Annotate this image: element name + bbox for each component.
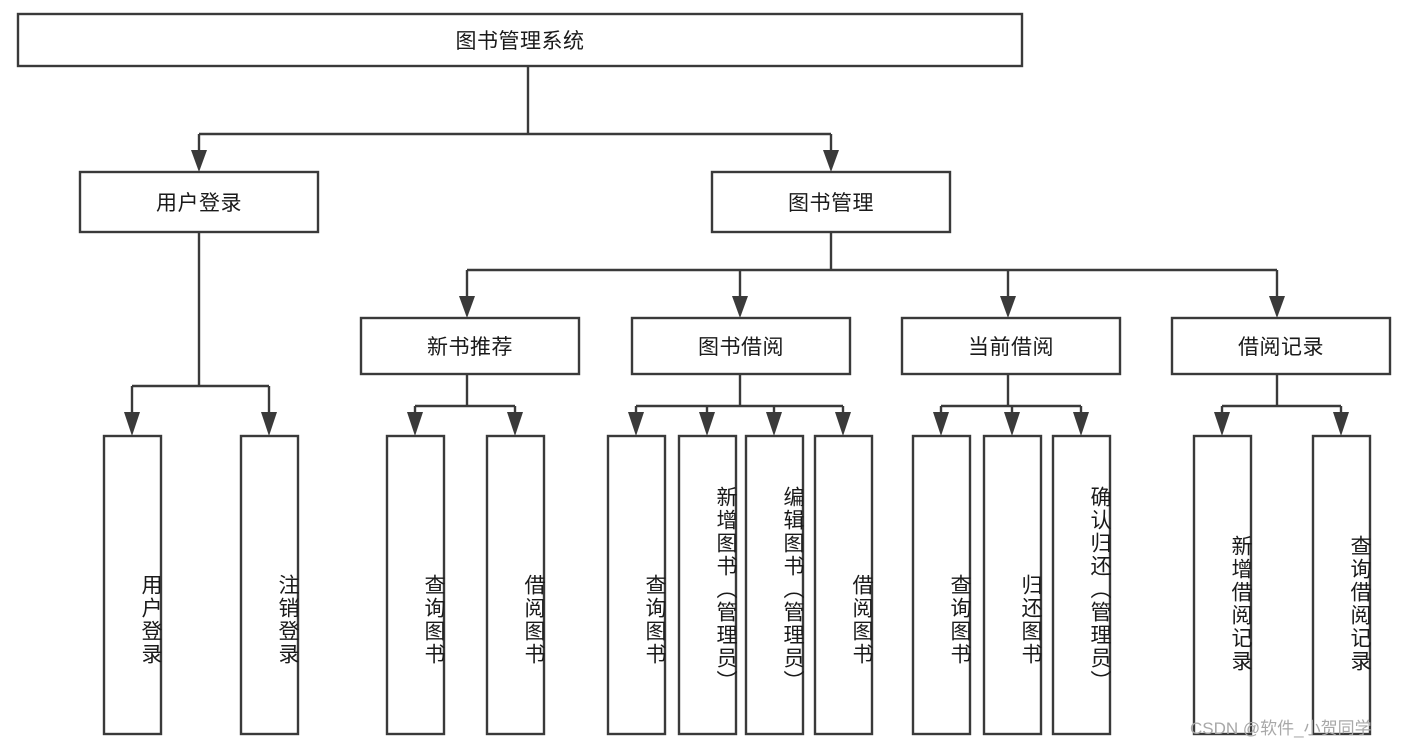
connector-bookmgmt-to-level3 — [459, 232, 1285, 318]
node-box-borrow-record[interactable] — [1170, 316, 1392, 376]
arrowhead-current-borrow — [1000, 296, 1016, 318]
arrowhead-current-borrow-leaf-3 — [1073, 412, 1089, 436]
arrowhead-user-login — [191, 150, 207, 172]
leaf-box-borrow-record-2[interactable] — [1311, 434, 1372, 736]
node-box-current-borrow[interactable] — [900, 316, 1122, 376]
arrowhead-user-login-leaf-2 — [261, 412, 277, 436]
leaf-box-borrow-record-1[interactable] — [1192, 434, 1253, 736]
leaf-box-book-borrow-1[interactable] — [606, 434, 667, 736]
leaf-box-new-book-2[interactable] — [485, 434, 546, 736]
connector-userlogin-to-leaves — [124, 232, 277, 436]
leaf-box-current-borrow-1[interactable] — [911, 434, 972, 736]
leaf-box-new-book-1[interactable] — [385, 434, 446, 736]
arrowhead-book-borrow-leaf-1 — [628, 412, 644, 436]
leaf-box-user-login-2[interactable] — [239, 434, 300, 736]
arrowhead-borrow-record — [1269, 296, 1285, 318]
arrowhead-borrow-record-leaf-2 — [1333, 412, 1349, 436]
leaf-box-user-login-1[interactable] — [102, 434, 163, 736]
node-box-book-management[interactable] — [710, 170, 952, 234]
arrowhead-book-borrow — [732, 296, 748, 318]
arrowhead-new-book-leaf-2 — [507, 412, 523, 436]
arrowhead-book-management — [823, 150, 839, 172]
connector-borrowrecord-to-leaves — [1214, 374, 1349, 436]
arrowhead-new-book-recommend — [459, 296, 475, 318]
connector-currentborrow-to-leaves — [933, 374, 1089, 436]
node-box-user-login[interactable] — [78, 170, 320, 234]
connector-bookborrow-to-leaves — [628, 374, 851, 436]
node-box-new-book-recommend[interactable] — [359, 316, 581, 376]
arrowhead-new-book-leaf-1 — [407, 412, 423, 436]
connector-root-to-level2 — [191, 66, 839, 172]
leaf-box-current-borrow-2[interactable] — [982, 434, 1043, 736]
leaf-box-current-borrow-3[interactable] — [1051, 434, 1112, 736]
arrowhead-current-borrow-leaf-2 — [1004, 412, 1020, 436]
arrowhead-current-borrow-leaf-1 — [933, 412, 949, 436]
arrowhead-book-borrow-leaf-3 — [766, 412, 782, 436]
arrowhead-book-borrow-leaf-2 — [699, 412, 715, 436]
connector-newbook-to-leaves — [407, 374, 523, 436]
arrowhead-borrow-record-leaf-1 — [1214, 412, 1230, 436]
arrowhead-book-borrow-leaf-4 — [835, 412, 851, 436]
node-box-book-borrow[interactable] — [630, 316, 852, 376]
leaf-box-book-borrow-3[interactable] — [744, 434, 805, 736]
node-box-root[interactable] — [16, 12, 1024, 68]
arrowhead-user-login-leaf-1 — [124, 412, 140, 436]
leaf-box-book-borrow-4[interactable] — [813, 434, 874, 736]
leaf-box-book-borrow-2[interactable] — [677, 434, 738, 736]
